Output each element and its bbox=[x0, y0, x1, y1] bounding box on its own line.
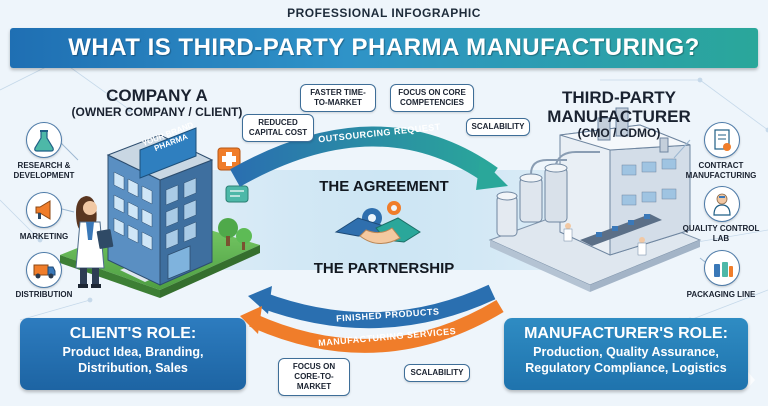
manufacturer-subtitle: (CMO / CDMO) bbox=[577, 126, 661, 140]
truck-icon bbox=[26, 252, 62, 288]
megaphone-icon bbox=[26, 192, 62, 228]
agreement-label: THE AGREEMENT bbox=[319, 178, 449, 195]
function-label-research: RESEARCH & DEVELOPMENT bbox=[13, 161, 75, 180]
manufacturer-role-box: MANUFACTURER'S ROLE: Production, Quality… bbox=[504, 318, 748, 390]
client-subtitle: (OWNER COMPANY / CLIENT) bbox=[71, 105, 243, 119]
handshake-icon bbox=[334, 201, 421, 244]
benefit-bubble-scalability-top: SCALABILITY bbox=[466, 118, 530, 136]
benefit-bubble-core-competencies: FOCUS ON CORE COMPETENCIES bbox=[390, 84, 474, 112]
function-label-quality: QUALITY CONTROL LAB bbox=[682, 224, 760, 243]
scientist-icon bbox=[704, 186, 740, 222]
flask-icon bbox=[26, 122, 62, 158]
function-label-packaging: PACKAGING LINE bbox=[686, 290, 756, 299]
manufacturer-role-line-2: Regulatory Compliance, Logistics bbox=[525, 361, 727, 375]
client-name: COMPANY A bbox=[106, 86, 208, 105]
title-banner: WHAT IS THIRD-PARTY PHARMA MANUFACTURING… bbox=[10, 28, 758, 68]
manufacturer-name: THIRD-PARTY MANUFACTURER bbox=[547, 88, 691, 126]
benefit-bubble-faster-time: FASTER TIME-TO-MARKET bbox=[300, 84, 376, 112]
benefit-bubble-core-to-market: FOCUS ON CORE-TO-MARKET bbox=[278, 358, 350, 396]
function-label-distribution: DISTRIBUTION bbox=[15, 290, 73, 299]
client-building-illustration bbox=[60, 127, 260, 298]
benefit-bubble-reduced-cost: REDUCED CAPITAL COST bbox=[242, 114, 314, 142]
client-role-line-1: Product Idea, Branding, bbox=[62, 345, 204, 359]
function-label-contract: CONTRACT MANUFACTURING bbox=[685, 161, 757, 180]
outsourcing-arrow bbox=[230, 126, 498, 187]
function-label-marketing: MARKETING bbox=[19, 232, 69, 241]
contract-icon bbox=[704, 122, 740, 158]
bottles-icon bbox=[704, 250, 740, 286]
page-title: WHAT IS THIRD-PARTY PHARMA MANUFACTURING… bbox=[68, 34, 700, 61]
factory-illustration bbox=[488, 107, 702, 292]
partnership-label: THE PARTNERSHIP bbox=[313, 260, 455, 277]
manufacturing-services-arrow bbox=[249, 299, 504, 353]
manufacturer-role-title: MANUFACTURER'S ROLE: bbox=[524, 325, 728, 342]
manufacturer-heading: THIRD-PARTY MANUFACTURER (CMO / CDMO) bbox=[494, 88, 744, 141]
top-label: PROFESSIONAL INFOGRAPHIC bbox=[287, 6, 481, 20]
scientist-woman-illustration bbox=[75, 196, 114, 288]
client-role-line-2: Distribution, Sales bbox=[78, 361, 188, 375]
client-role-box: CLIENT'S ROLE: Product Idea, Branding, D… bbox=[20, 318, 246, 390]
benefit-bubble-scalability-bottom: SCALABILITY bbox=[404, 364, 470, 382]
client-role-title: CLIENT'S ROLE: bbox=[69, 325, 197, 342]
finished-products-arrow bbox=[259, 284, 496, 329]
manufacturer-role-line-1: Production, Quality Assurance, bbox=[533, 345, 719, 359]
client-heading: COMPANY A (OWNER COMPANY / CLIENT) bbox=[52, 86, 262, 120]
